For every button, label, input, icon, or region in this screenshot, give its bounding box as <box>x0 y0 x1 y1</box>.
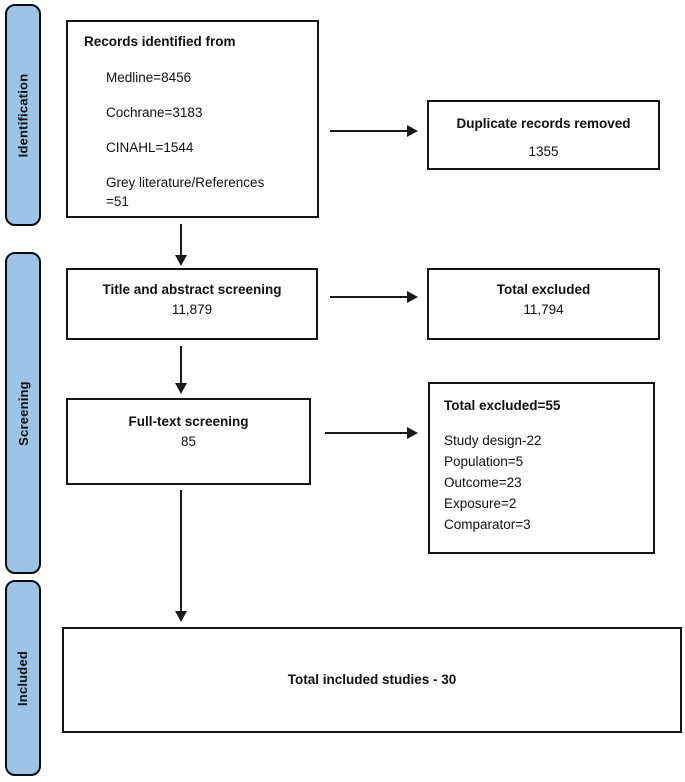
box-records-title: Records identified from <box>84 34 236 49</box>
records-source-cochrane: Cochrane=3183 <box>106 105 203 120</box>
box-fulltext-title: Full-text screening <box>128 414 249 429</box>
box-records-identified: Records identified from Medline=8456 Coc… <box>66 20 319 218</box>
exclusion-exposure: Exposure=2 <box>444 496 517 511</box>
fulltext-exclusion-reasons: Study design-22 Population=5 Outcome=23 … <box>444 430 639 535</box>
arrow-fulltext-to-excluded <box>325 427 418 437</box>
exclusion-population: Population=5 <box>444 454 524 469</box>
records-source-cinahl: CINAHL=1544 <box>106 140 194 155</box>
box-title-abstract-title: Title and abstract screening <box>102 282 282 297</box>
arrow-records-to-title-abstract <box>175 224 185 266</box>
stage-identification: Identification <box>5 4 41 226</box>
arrow-title-abstract-to-total-excluded <box>330 291 418 301</box>
box-total-excluded-count: 11,794 <box>523 302 564 317</box>
box-total-excluded-title: Total excluded <box>496 282 591 297</box>
stage-screening-label: Screening <box>15 380 31 446</box>
records-source-medline: Medline=8456 <box>106 70 192 85</box>
box-fulltext-excluded-title: Total excluded=55 <box>444 398 561 413</box>
box-duplicates-title: Duplicate records removed <box>456 116 631 131</box>
stage-included-label: Included <box>15 650 31 706</box>
exclusion-outcome: Outcome=23 <box>444 475 522 490</box>
arrow-records-to-duplicates <box>330 125 418 135</box>
exclusion-study-design: Study design-22 <box>444 433 542 448</box>
stage-identification-label: Identification <box>15 73 31 157</box>
box-total-included: Total included studies - 30 <box>62 627 682 733</box>
box-title-abstract-count: 11,879 <box>171 302 213 317</box>
records-source-grey-literature: Grey literature/References =51 <box>106 175 265 209</box>
box-fulltext-screening: Full-text screening 85 <box>66 398 311 485</box>
box-total-included-title: Total included studies - 30 <box>287 672 457 687</box>
exclusion-comparator: Comparator=3 <box>444 517 531 532</box>
arrow-fulltext-to-included <box>175 490 185 622</box>
box-total-excluded: Total excluded 11,794 <box>427 268 660 340</box>
box-fulltext-count: 85 <box>180 434 197 449</box>
box-duplicates-removed: Duplicate records removed 1355 <box>427 100 660 170</box>
box-title-abstract-screening: Title and abstract screening 11,879 <box>66 268 318 340</box>
stage-screening: Screening <box>5 252 41 574</box>
stage-included: Included <box>5 580 41 776</box>
box-fulltext-excluded: Total excluded=55 Study design-22 Popula… <box>428 382 655 554</box>
arrow-title-abstract-to-fulltext <box>175 346 185 394</box>
box-duplicates-count: 1355 <box>528 144 559 159</box>
